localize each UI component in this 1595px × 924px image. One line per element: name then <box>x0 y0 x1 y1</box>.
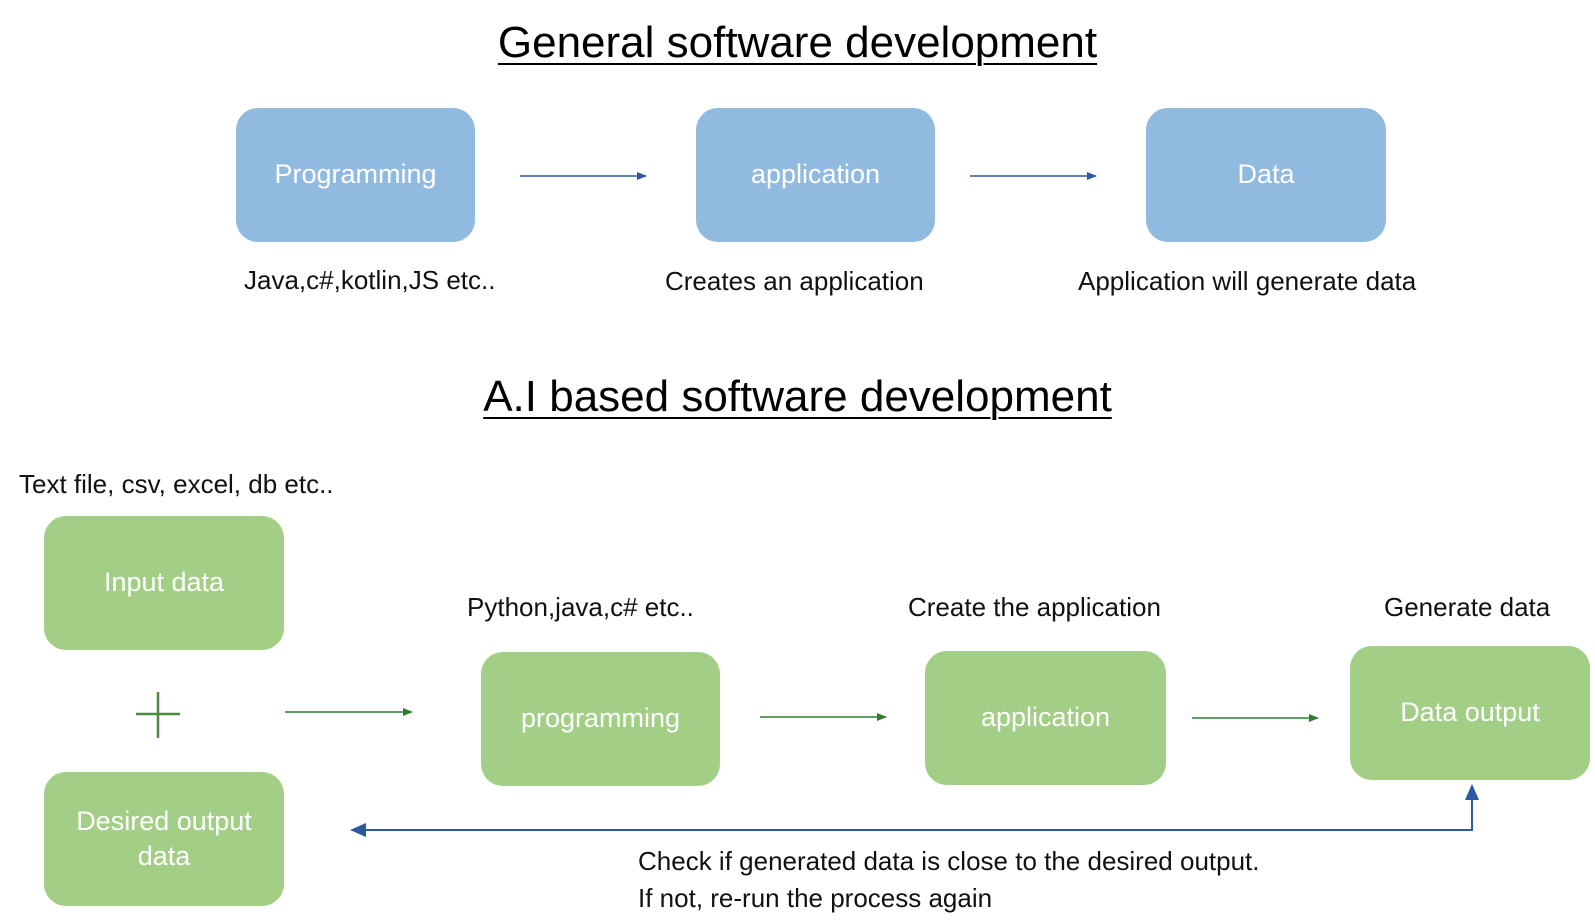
plus-icon <box>136 692 180 738</box>
programming-lang-caption: Python,java,c# etc.. <box>467 592 694 622</box>
input-data-box: Input data <box>44 516 284 650</box>
general-section-title: General software development <box>0 18 1595 68</box>
ai-application-box: application <box>925 651 1166 785</box>
ai-section-title: A.I based software development <box>0 372 1595 422</box>
data-caption: Application will generate data <box>1078 266 1417 296</box>
programming-box: Programming <box>236 108 475 242</box>
desired-output-box: Desired output data <box>44 772 284 906</box>
data-output-box: Data output <box>1350 646 1590 780</box>
general-title-text: General software development <box>497 18 1098 67</box>
input-data-caption: Text file, csv, excel, db etc.. <box>19 469 334 499</box>
generate-data-caption: Generate data <box>1384 592 1551 622</box>
feedback-note: Check if generated data is close to the … <box>638 843 1260 917</box>
feedback-note-line-1: Check if generated data is close to the … <box>638 846 1260 876</box>
ai-programming-box: programming <box>481 652 720 786</box>
ai-title-text: A.I based software development <box>483 372 1112 421</box>
application-box: application <box>696 108 935 242</box>
application-caption: Creates an application <box>665 266 924 296</box>
feedback-note-line-2: If not, re-run the process again <box>638 883 993 913</box>
programming-caption: Java,c#,kotlin,JS etc.. <box>244 265 496 295</box>
create-application-caption: Create the application <box>908 592 1161 622</box>
data-box: Data <box>1146 108 1386 242</box>
